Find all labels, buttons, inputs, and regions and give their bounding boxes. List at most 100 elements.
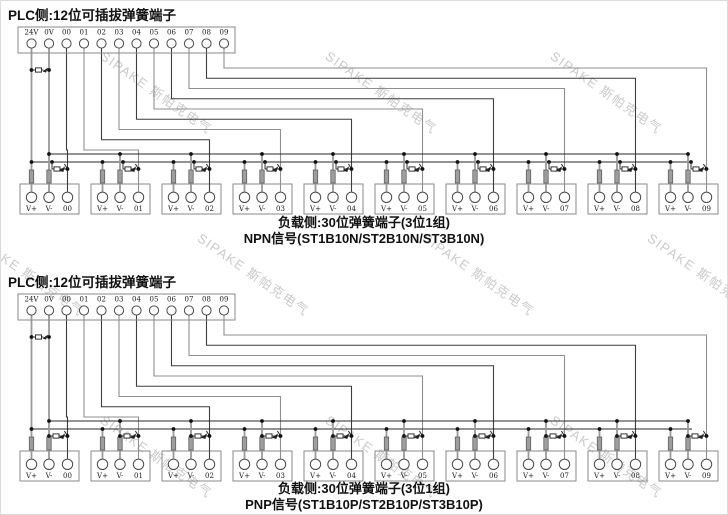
load-terminal-label: V+ bbox=[238, 205, 250, 213]
load-terminal-label: V+ bbox=[451, 472, 463, 480]
signal-wire-04 bbox=[135, 48, 353, 192]
load-terminal-label: V- bbox=[45, 205, 53, 213]
plc-terminal-label: 03 bbox=[115, 29, 124, 37]
junction-dot bbox=[207, 434, 212, 438]
load-terminal-label: 05 bbox=[418, 205, 427, 213]
plc-terminal-label: 02 bbox=[97, 29, 106, 37]
led-bar-icon bbox=[63, 430, 68, 436]
signal-wire-02 bbox=[100, 315, 211, 459]
junction-dot bbox=[633, 434, 638, 438]
load-resistor bbox=[596, 169, 603, 184]
junction-dot bbox=[420, 167, 425, 171]
load-terminal-label: V+ bbox=[522, 472, 534, 480]
plc-terminal-label: 03 bbox=[115, 296, 124, 304]
led-resistor bbox=[620, 433, 628, 439]
load-terminal-label: 09 bbox=[702, 472, 711, 480]
led-bar-icon bbox=[134, 163, 139, 169]
plc-terminal bbox=[96, 305, 107, 316]
load-terminal-label: V- bbox=[471, 205, 479, 213]
junction-dot bbox=[704, 167, 709, 171]
plc-terminal bbox=[131, 305, 142, 316]
junction-dot bbox=[633, 167, 638, 171]
led-resistor bbox=[408, 166, 416, 172]
load-terminal bbox=[25, 458, 38, 470]
signal-wire-04 bbox=[135, 315, 353, 459]
load-terminal bbox=[487, 191, 500, 204]
load-terminal-label: V+ bbox=[309, 205, 321, 213]
plc-terminal-label: 06 bbox=[167, 29, 176, 37]
led-bar-icon bbox=[489, 163, 494, 169]
plc-terminal-label: 01 bbox=[80, 296, 89, 304]
power-indicator-resistor bbox=[35, 67, 42, 73]
load-terminal-label: 04 bbox=[347, 472, 356, 480]
led-arrow-icon bbox=[200, 433, 208, 439]
junction-dot bbox=[242, 160, 247, 164]
load-resistor bbox=[525, 169, 532, 184]
load-terminal bbox=[416, 191, 429, 204]
plc-terminal-label: 00 bbox=[62, 296, 71, 304]
led-resistor bbox=[124, 166, 132, 172]
plc-terminal-label: 09 bbox=[220, 29, 229, 37]
junction-dot bbox=[349, 434, 354, 438]
load-terminal-label: V- bbox=[613, 472, 621, 480]
load-terminal bbox=[398, 458, 410, 470]
led-arrow-icon bbox=[626, 166, 634, 172]
load-terminal-label: V+ bbox=[664, 472, 676, 480]
led-bar-icon bbox=[205, 163, 210, 169]
led-bar-icon bbox=[134, 430, 139, 436]
plc-terminal bbox=[26, 38, 37, 49]
load-resistor bbox=[28, 436, 35, 451]
junction-dot bbox=[136, 434, 141, 438]
load-resistor bbox=[46, 436, 52, 451]
junction-dot bbox=[473, 419, 477, 423]
load-terminal bbox=[256, 191, 268, 204]
load-terminal-label: 06 bbox=[489, 205, 498, 213]
plc-terminal bbox=[201, 305, 212, 316]
load-terminal-label: V- bbox=[187, 205, 195, 213]
led-resistor bbox=[52, 433, 60, 439]
signal-wire-09 bbox=[223, 48, 708, 192]
plc-terminal-label: 04 bbox=[132, 29, 141, 37]
load-terminal-label: V- bbox=[684, 472, 692, 480]
load-terminal bbox=[469, 191, 481, 204]
junction-dot bbox=[331, 152, 335, 156]
load-terminal bbox=[327, 458, 339, 470]
load-terminal bbox=[522, 191, 535, 204]
load-terminal bbox=[274, 191, 287, 204]
power-led-icon bbox=[42, 67, 48, 73]
load-resistor bbox=[472, 169, 478, 184]
signal-wire-08 bbox=[205, 315, 637, 459]
led-arrow-icon bbox=[58, 166, 66, 172]
load-terminal bbox=[345, 191, 358, 204]
led-resistor bbox=[337, 166, 345, 172]
led-arrow-icon bbox=[271, 433, 279, 439]
led-bar-icon bbox=[702, 430, 707, 436]
plc-terminal bbox=[183, 38, 195, 49]
led-arrow-icon bbox=[555, 433, 563, 439]
led-bar-icon bbox=[63, 163, 68, 169]
load-resistor bbox=[614, 169, 620, 184]
load-caption-pnp: 负载侧:30位弹簧端子(3位1组) PNP信号(ST1B10P/ST2B10P/… bbox=[4, 481, 724, 512]
signal-wire-02 bbox=[100, 48, 211, 192]
load-terminal-label: V+ bbox=[593, 472, 605, 480]
load-terminal bbox=[114, 458, 126, 470]
load-terminal bbox=[558, 458, 571, 470]
led-resistor bbox=[266, 166, 274, 172]
junction-dot bbox=[526, 427, 531, 431]
signal-wire-03 bbox=[118, 48, 282, 192]
load-terminal bbox=[593, 458, 606, 470]
led-resistor bbox=[691, 433, 699, 439]
junction-dot bbox=[491, 167, 496, 171]
plc-terminal bbox=[218, 38, 230, 49]
load-terminal-label: 01 bbox=[134, 472, 143, 480]
load-resistor bbox=[454, 436, 461, 451]
junction-dot bbox=[100, 427, 105, 431]
load-resistor bbox=[685, 169, 691, 184]
load-terminal bbox=[203, 191, 216, 204]
load-resistor bbox=[454, 169, 461, 184]
plc-terminal bbox=[166, 38, 177, 49]
load-terminal bbox=[398, 191, 410, 204]
junction-dot bbox=[242, 427, 247, 431]
junction-dot bbox=[207, 167, 212, 171]
load-resistor bbox=[667, 436, 674, 451]
